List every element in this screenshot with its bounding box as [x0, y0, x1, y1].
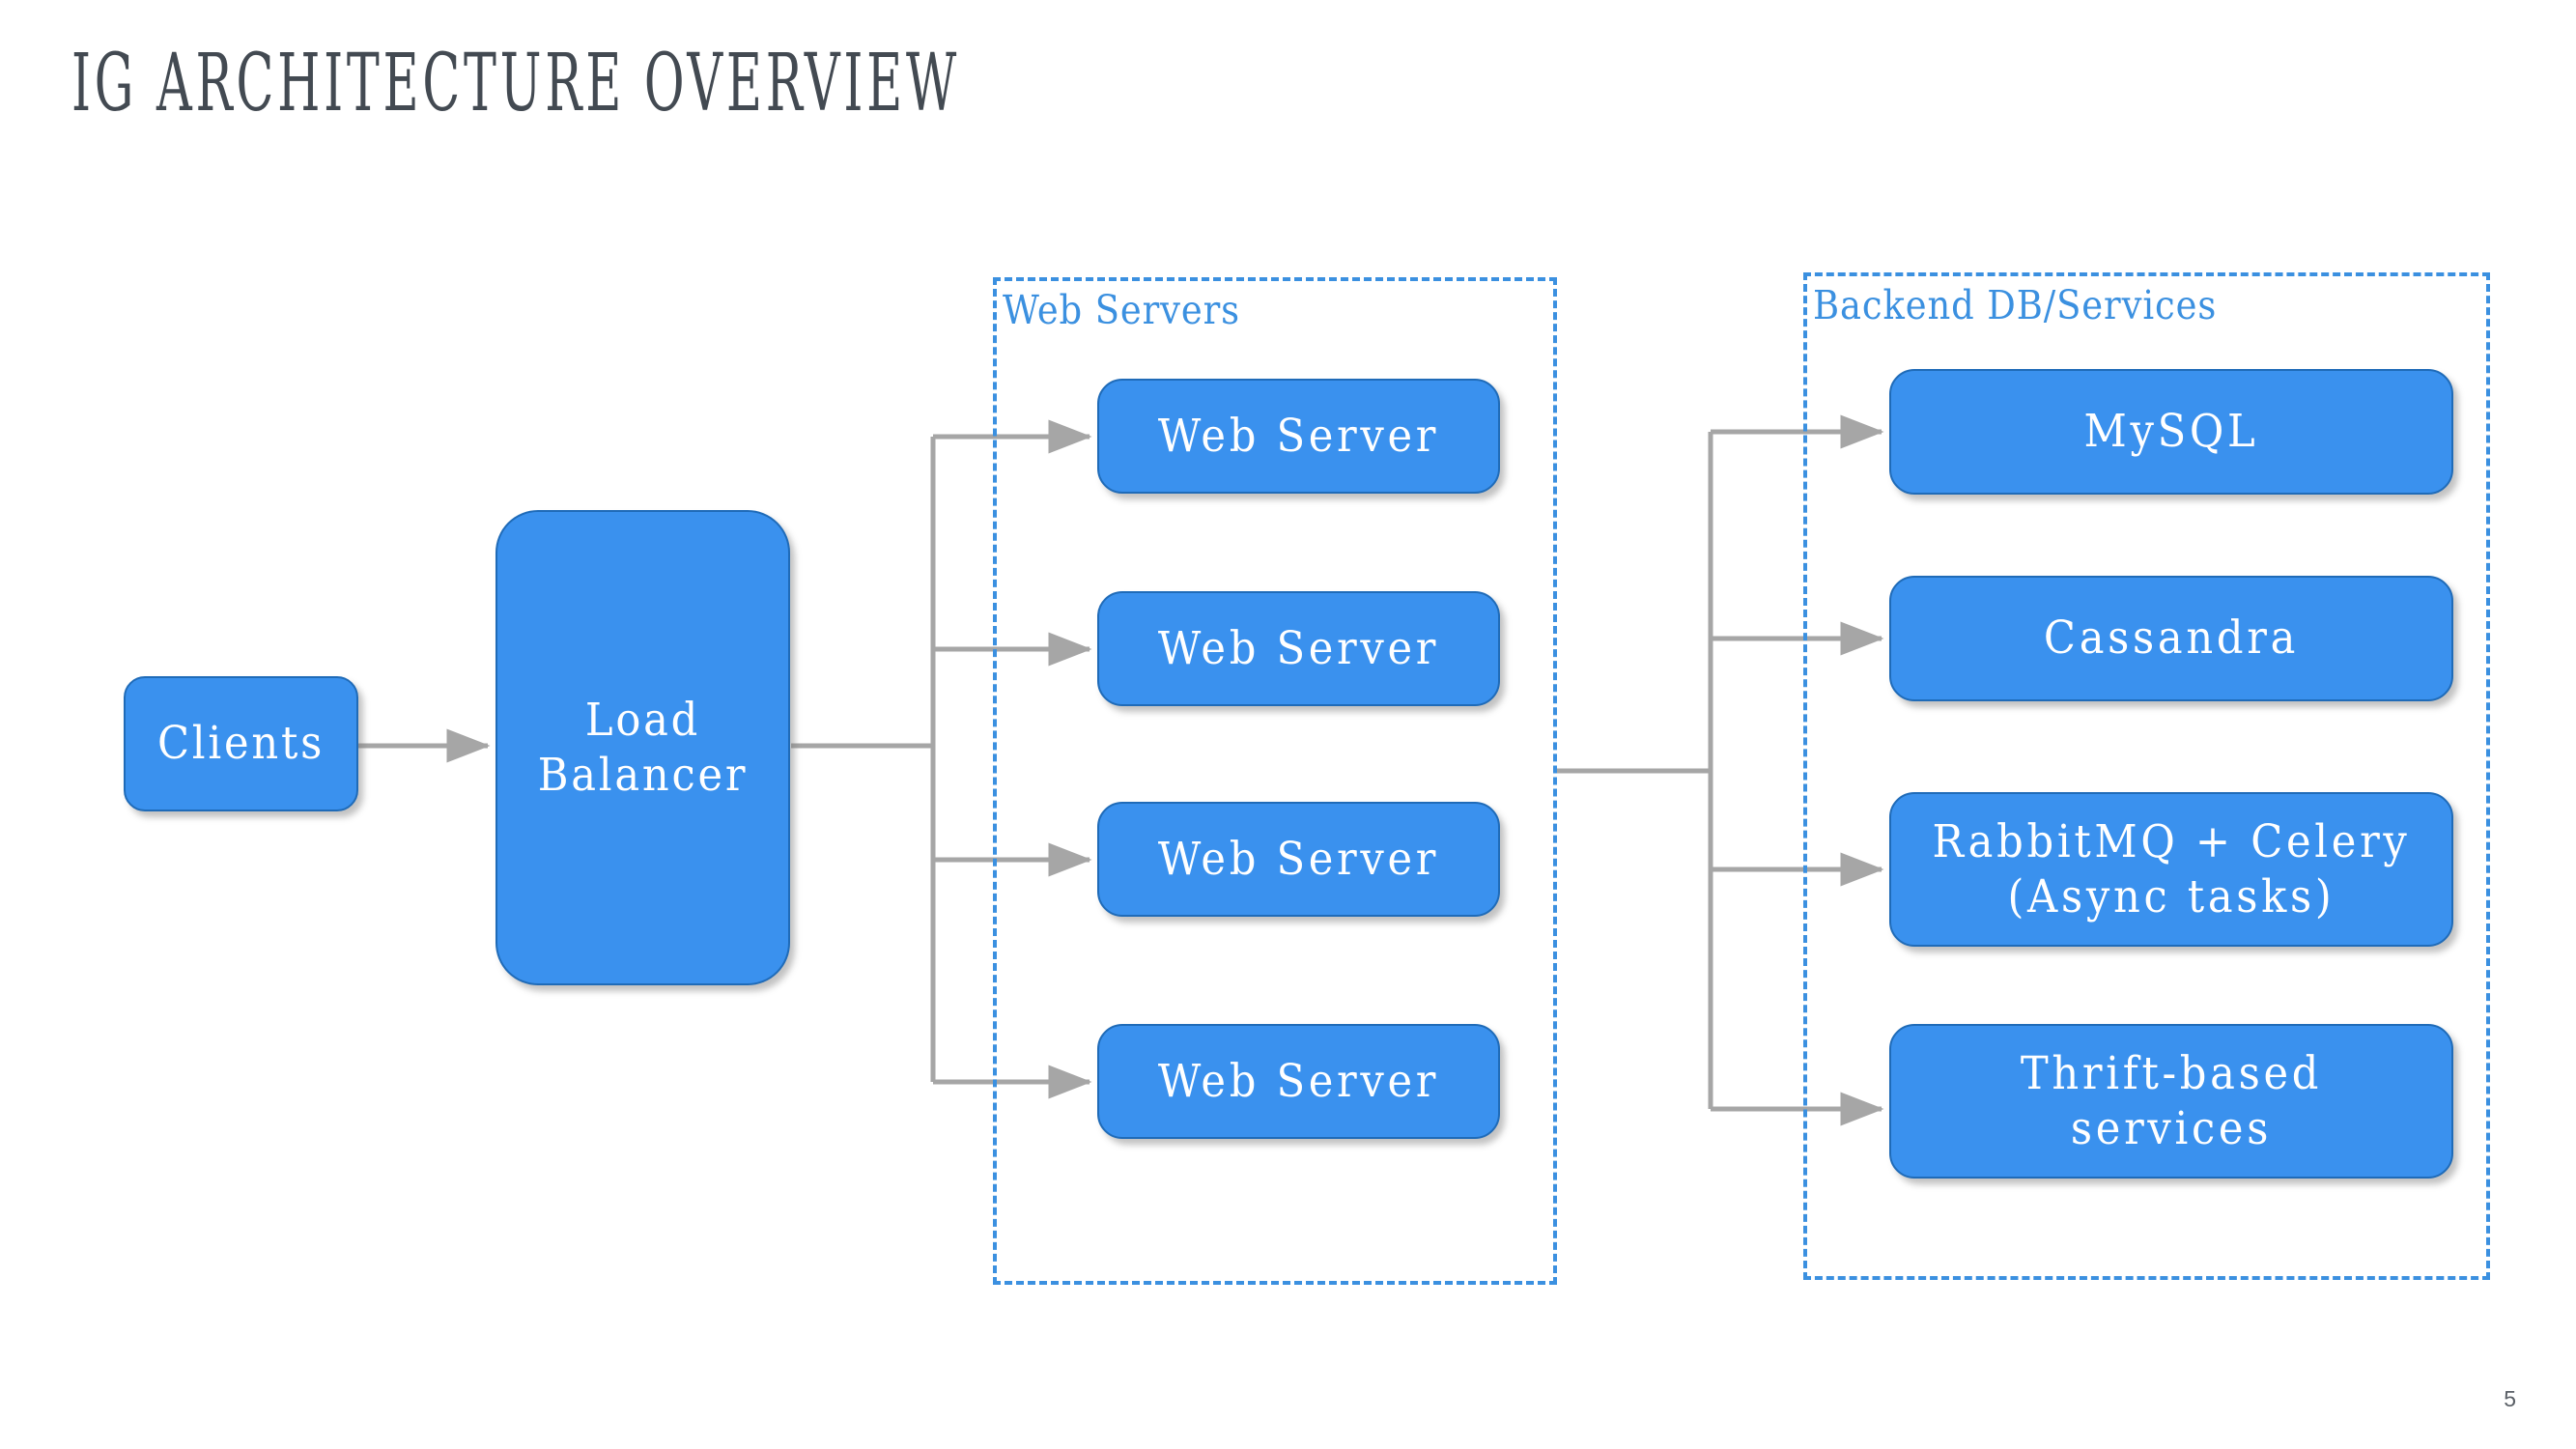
node-mysql[interactable]: MySQL — [1889, 369, 2453, 495]
node-clients[interactable]: Clients — [124, 676, 358, 811]
page-title: IG ARCHITECTURE OVERVIEW — [71, 38, 960, 129]
node-web-server-3-label: Web Server — [1157, 832, 1440, 886]
node-web-server-4[interactable]: Web Server — [1097, 1024, 1500, 1139]
node-clients-label: Clients — [156, 717, 326, 771]
node-cassandra-label: Cassandra — [2043, 611, 2300, 666]
node-load-balancer-label: Load Balancer — [537, 693, 749, 802]
node-thrift-based-services-label: Thrift-based services — [2020, 1046, 2323, 1155]
node-web-server-1[interactable]: Web Server — [1097, 379, 1500, 494]
page-number: 5 — [2504, 1386, 2516, 1411]
node-thrift-based-services[interactable]: Thrift-based services — [1889, 1024, 2453, 1179]
node-web-server-2[interactable]: Web Server — [1097, 591, 1500, 706]
node-web-server-1-label: Web Server — [1157, 409, 1440, 463]
node-web-server-3[interactable]: Web Server — [1097, 802, 1500, 917]
node-load-balancer[interactable]: Load Balancer — [495, 510, 790, 985]
node-rabbitmq-celery[interactable]: RabbitMQ + Celery (Async tasks) — [1889, 792, 2453, 947]
node-cassandra[interactable]: Cassandra — [1889, 576, 2453, 701]
group-backend-services-label: Backend DB/Services — [1813, 282, 2218, 328]
group-web-servers: Web Servers — [993, 277, 1557, 1285]
node-mysql-label: MySQL — [2083, 405, 2259, 459]
node-web-server-2-label: Web Server — [1157, 621, 1440, 675]
group-web-servers-label: Web Servers — [1003, 287, 1241, 333]
node-web-server-4-label: Web Server — [1157, 1054, 1440, 1108]
node-rabbitmq-celery-label: RabbitMQ + Celery (Async tasks) — [1932, 814, 2411, 923]
group-backend-services: Backend DB/Services — [1803, 272, 2490, 1280]
